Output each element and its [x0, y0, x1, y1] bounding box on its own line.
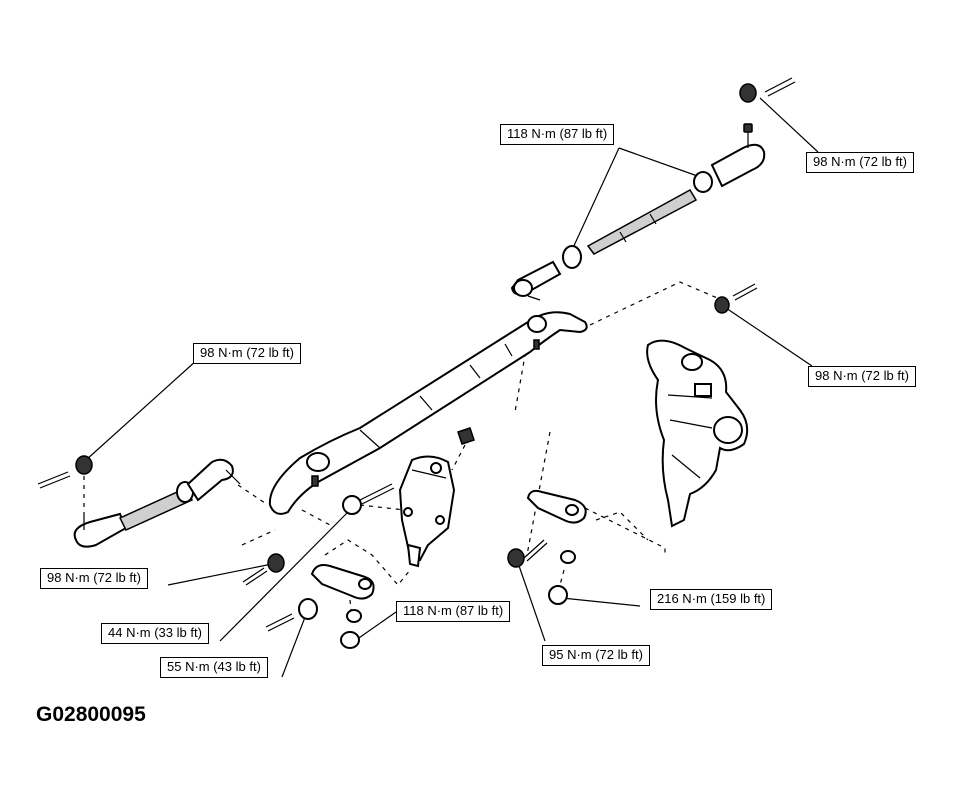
cotter-pin-icon [732, 283, 758, 301]
torque-callout-outer-tie-rod-nut-right: 98 N·m (72 lb ft) [806, 152, 914, 173]
right-outer-tie-rod-end [710, 143, 766, 188]
torque-callout-pitman-arm-shaft-nut: 216 N·m (159 lb ft) [650, 589, 773, 610]
pitman-shaft-nut [548, 585, 568, 605]
steering-gear [646, 339, 749, 528]
idler-stud-nut-lower [340, 631, 360, 649]
alignment-dashes [83, 281, 723, 621]
adjuster-clamp-nut [693, 171, 713, 193]
torque-callout-idler-arm-stud-nut: 118 N·m (87 lb ft) [396, 601, 511, 622]
torque-callout-idler-arm-bolt: 44 N·m (33 lb ft) [101, 623, 209, 644]
idler-arm-bracket [398, 427, 475, 568]
idler-arm-bolt [342, 483, 395, 515]
figure-id: G02800095 [36, 703, 146, 726]
torque-callout-idler-arm-nut: 55 N·m (43 lb ft) [160, 657, 268, 678]
left-tie-rod-assembly [73, 458, 241, 548]
castle-nut-icon [267, 553, 285, 573]
torque-callout-relay-rod-nut-right: 98 N·m (72 lb ft) [808, 366, 916, 387]
right-tie-rod-assembly [510, 123, 766, 301]
cotter-pin-icon [37, 471, 71, 489]
adjuster-nut [562, 245, 582, 269]
adjuster-sleeve [586, 188, 698, 255]
castle-nut-icon [739, 83, 757, 103]
torque-callout-tie-rod-nut-left-upper: 98 N·m (72 lb ft) [193, 343, 301, 364]
castle-nut-icon [75, 455, 93, 475]
torque-callout-adjuster-sleeve-clamp: 118 N·m (87 lb ft) [500, 124, 615, 145]
leader-lines [85, 97, 819, 678]
cotter-pin-icon [764, 77, 796, 97]
cotter-pin-icon [523, 539, 548, 562]
idler-stud-nut [346, 609, 362, 623]
torque-callout-tie-rod-nut-left-lower: 98 N·m (72 lb ft) [40, 568, 148, 589]
idler-arm [310, 564, 375, 600]
castle-nut-icon [714, 296, 730, 314]
torque-callout-pitman-arm-stud-nut: 95 N·m (72 lb ft) [542, 645, 650, 666]
pitman-arm [526, 489, 587, 524]
center-link [268, 311, 588, 515]
idler-nut [298, 598, 318, 620]
castle-nut-icon [507, 548, 525, 568]
cotter-pin-icon [265, 613, 295, 632]
cotter-pins [37, 77, 796, 632]
pitman-stud-nut [560, 550, 576, 564]
cotter-pin-icon [242, 567, 268, 586]
